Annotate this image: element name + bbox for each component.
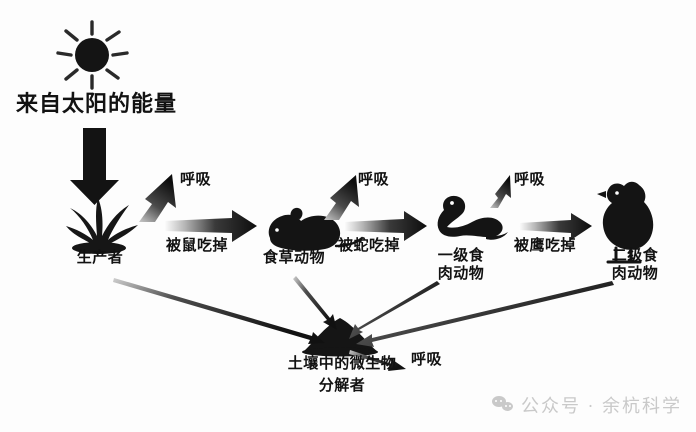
node-label-herbivore: 食草动物 <box>262 250 325 266</box>
node-label-decomposer-line1: 土壤中的微生物 <box>287 356 397 372</box>
sun-icon <box>56 20 129 90</box>
grass-icon <box>66 198 138 254</box>
watermark: 公众号 · 余杭科学 <box>492 392 682 418</box>
node-label-carnivore1-line1: 一级食 <box>437 248 485 264</box>
respiration-label-producer: 呼吸 <box>180 172 212 188</box>
respiration-arrow-3 <box>490 175 511 208</box>
edge-label-eaten-by-mouse: 被鼠吃掉 <box>166 238 229 254</box>
energy-down-arrow <box>70 128 119 205</box>
soil-mound-icon <box>302 318 378 357</box>
respiration-label-herbivore: 呼吸 <box>358 172 390 188</box>
respiration-label-carnivore1: 呼吸 <box>514 172 546 188</box>
wechat-icon <box>492 396 514 414</box>
respiration-label-decomposer: 呼吸 <box>411 352 443 368</box>
flow-arrow-carnivore1-carnivore2 <box>519 213 592 240</box>
edge-label-eaten-by-snake: 被蛇吃掉 <box>338 238 401 254</box>
node-label-producer: 生产者 <box>76 250 124 266</box>
node-label-carnivore2-line1: 二级食 <box>611 248 659 264</box>
watermark-text: 公众号 · 余杭科学 <box>521 396 682 416</box>
flow-arrow-herbivore-carnivore1 <box>344 211 427 241</box>
respiration-arrow-1 <box>139 174 176 222</box>
snake-icon <box>437 195 508 240</box>
edge-label-eaten-by-eagle: 被鹰吃掉 <box>514 238 577 254</box>
node-label-carnivore2-line2: 肉动物 <box>611 266 659 282</box>
decomposer-input-arrows <box>113 276 614 347</box>
title-energy-from-sun: 来自太阳的能量 <box>16 91 178 116</box>
respiration-arrow-2 <box>324 175 359 220</box>
node-label-decomposer-line2: 分解者 <box>318 378 366 394</box>
node-label-carnivore1-line2: 肉动物 <box>437 266 485 282</box>
